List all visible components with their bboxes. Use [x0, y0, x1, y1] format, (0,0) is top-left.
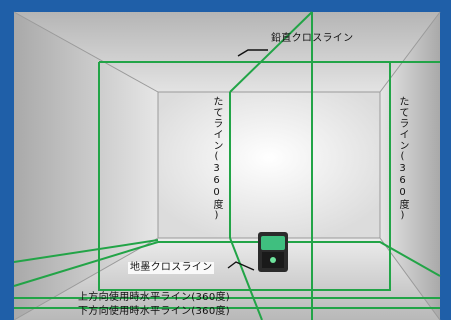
upper-horizontal-label: 上方向使用時水平ライン(360度): [78, 292, 230, 303]
back-wall: [158, 92, 380, 238]
right-vertical-line-label: たてライン(360度): [397, 96, 408, 222]
left-wall: [14, 12, 158, 320]
right-wall: [380, 12, 440, 320]
left-vertical-line-label: たてライン(360度): [211, 96, 222, 222]
floor-left-line: [13, 239, 159, 263]
vertical-cross-label: 鉛直クロスライン: [271, 33, 354, 44]
laser-level-device-icon: [258, 232, 288, 272]
floor-cross-label: 地墨クロスライン: [128, 262, 215, 274]
floor-cross-leader: [227, 261, 255, 271]
lower-horizontal-label: 下方向使用時水平ライン(360度): [78, 306, 230, 317]
leader-lines: [227, 49, 268, 271]
upper-horizontal-line: [98, 61, 391, 291]
vertical-cross-leader: [237, 49, 268, 57]
laser-lines: [13, 11, 441, 320]
vertical-cross-ceiling-line: [229, 11, 313, 93]
floor-cross-line-diagonal: [229, 237, 263, 320]
floor: [14, 238, 440, 320]
ceiling: [14, 12, 440, 92]
